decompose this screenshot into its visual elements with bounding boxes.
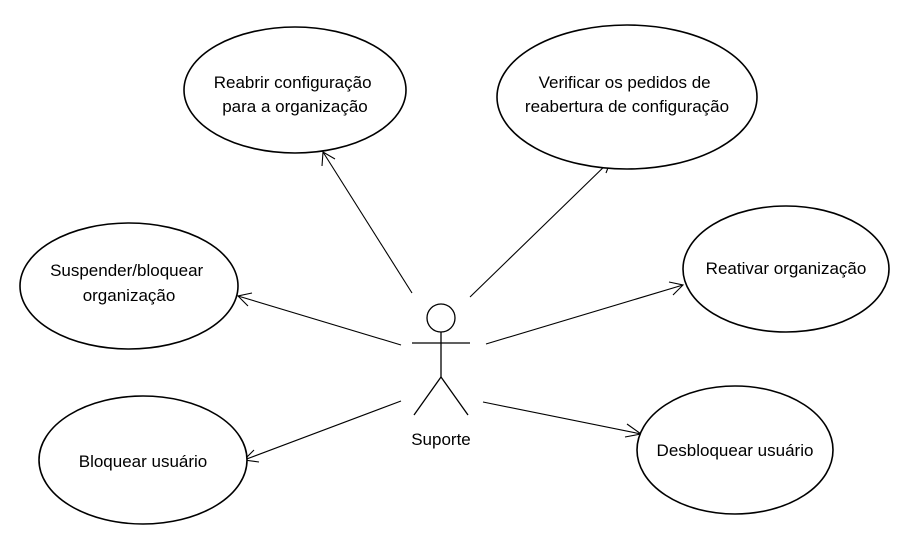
association-suspender <box>236 292 402 346</box>
actor-head <box>426 303 456 333</box>
use-case-label: Verificar os pedidos de reabertura de co… <box>525 73 729 116</box>
association-verificar <box>469 159 612 298</box>
association-reabrir <box>321 151 413 294</box>
association-bloquear <box>242 400 402 463</box>
use-case-suspender[interactable]: Suspender/bloquear organização <box>19 222 239 350</box>
use-case-label: Reativar organização <box>706 259 867 278</box>
use-case-verificar[interactable]: Verificar os pedidos de reabertura de co… <box>496 24 758 170</box>
use-case-label: Bloquear usuário <box>79 452 208 471</box>
use-case-bloquear[interactable]: Bloquear usuário <box>38 395 248 525</box>
use-case-reativar[interactable]: Reativar organização <box>682 205 890 333</box>
association-reativar <box>485 281 685 345</box>
use-case-reabrir[interactable]: Reabrir configuração para a organização <box>183 26 407 154</box>
actor-left-leg <box>413 376 442 416</box>
association-desbloquear <box>482 401 643 438</box>
use-case-label: Suspender/bloquear organização <box>50 261 208 305</box>
use-case-label: Reabrir configuração para a organização <box>214 73 377 116</box>
actor-suporte[interactable]: Suporte <box>411 303 471 449</box>
use-case-label: Desbloquear usuário <box>657 441 814 460</box>
associations <box>236 151 685 463</box>
actor-label: Suporte <box>411 430 471 449</box>
actor-right-leg <box>440 376 469 416</box>
use-case-desbloquear[interactable]: Desbloquear usuário <box>636 385 834 515</box>
